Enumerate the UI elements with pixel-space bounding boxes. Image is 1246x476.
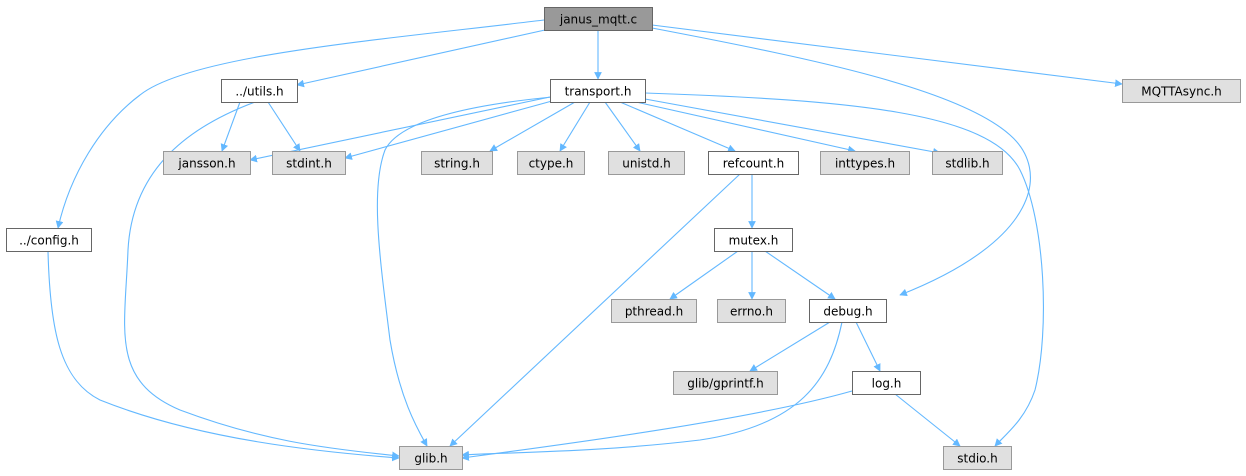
node-glib-label: glib.h (414, 452, 447, 466)
node-jansson: jansson.h (163, 151, 251, 175)
node-errno-box (717, 299, 786, 323)
edge-janus_mqtt-to-debug (651, 27, 1031, 297)
edge-mutex-to-pthread (669, 250, 739, 300)
node-string-label: string.h (434, 157, 480, 171)
node-stdio: stdio.h (943, 446, 1012, 470)
edge-transport-to-ctype (559, 101, 591, 152)
node-stdint: stdint.h (272, 151, 346, 175)
node-config[interactable]: ../config.h (6, 228, 92, 252)
node-ctype: ctype.h (517, 151, 585, 175)
node-stdlib-box (932, 151, 1003, 175)
node-string-box (421, 151, 493, 175)
node-pthread-box (611, 299, 697, 323)
node-utils-label: ../utils.h (235, 85, 283, 99)
edge-transport-to-inttypes (635, 101, 856, 154)
node-mqttasync-box (1122, 79, 1241, 103)
node-transport[interactable]: transport.h (550, 79, 646, 103)
node-ctype-label: ctype.h (529, 157, 574, 171)
node-mutex[interactable]: mutex.h (714, 228, 793, 252)
node-stdio-box (943, 446, 1012, 470)
edge-janus_mqtt-to-mqttasync (651, 24, 1123, 87)
edge-transport-to-stdint (344, 100, 553, 160)
edge-debug-to-gprintf (749, 321, 831, 372)
node-janus_mqtt-label: janus_mqtt.c (559, 13, 637, 27)
edge-utils-to-stdint (267, 101, 301, 152)
node-unistd-box (608, 151, 685, 175)
node-transport-box (550, 79, 646, 103)
node-jansson-label: jansson.h (177, 157, 235, 171)
node-utils-box (221, 79, 298, 103)
node-stdlib-label: stdlib.h (945, 157, 989, 171)
edge-config-to-glib (47, 250, 400, 462)
node-stdint-box (272, 151, 346, 175)
node-transport-label: transport.h (565, 85, 632, 99)
node-mutex-box (714, 228, 793, 252)
edge-refcount-to-glib (449, 173, 741, 447)
node-log-label: log.h (872, 377, 902, 391)
node-debug-label: debug.h (823, 305, 872, 319)
node-ctype-box (517, 151, 585, 175)
node-unistd: unistd.h (608, 151, 685, 175)
node-pthread-label: pthread.h (625, 305, 683, 319)
node-gprintf-box (673, 371, 778, 395)
node-inttypes-box (820, 151, 910, 175)
edge-utils-to-jansson (220, 101, 241, 152)
node-errno-label: errno.h (730, 305, 773, 319)
node-stdio-label: stdio.h (957, 452, 997, 466)
node-log-box (852, 371, 921, 395)
node-gprintf-label: glib/gprintf.h (687, 377, 764, 391)
node-stdint-label: stdint.h (286, 157, 332, 171)
node-janus_mqtt[interactable]: janus_mqtt.c (544, 7, 653, 31)
node-mutex-label: mutex.h (729, 234, 779, 248)
edge-transport-to-unistd (604, 101, 641, 152)
edge-transport-to-refcount (619, 101, 736, 152)
node-gprintf: glib/gprintf.h (673, 371, 778, 395)
edge-janus_mqtt-to-config (55, 19, 545, 229)
node-config-box (6, 228, 92, 252)
edge-log-to-glib (461, 390, 853, 461)
node-debug-box (809, 299, 887, 323)
edge-log-to-stdio (894, 393, 961, 447)
node-debug[interactable]: debug.h (809, 299, 887, 323)
edge-transport-to-stdio (644, 92, 1044, 447)
node-inttypes-label: inttypes.h (835, 157, 895, 171)
node-janus_mqtt-box (544, 7, 653, 31)
edge-janus_mqtt-to-utils (296, 29, 546, 88)
nodes-layer: janus_mqtt.c ../utils.h transport.h MQTTAsy… (6, 7, 1241, 470)
edge-debug-to-log (855, 321, 881, 372)
edges-layer (47, 19, 1123, 462)
edge-transport-to-glib (376, 96, 553, 447)
node-utils[interactable]: ../utils.h (221, 79, 298, 103)
node-unistd-label: unistd.h (622, 157, 671, 171)
node-string: string.h (421, 151, 493, 175)
edge-mutex-to-debug (764, 250, 836, 300)
node-log[interactable]: log.h (852, 371, 921, 395)
node-pthread: pthread.h (611, 299, 697, 323)
node-inttypes: inttypes.h (820, 151, 910, 175)
node-mqttasync: MQTTAsync.h (1122, 79, 1241, 103)
edge-debug-to-glib (461, 321, 843, 459)
node-refcount-label: refcount.h (723, 157, 785, 171)
node-glib: glib.h (399, 446, 463, 470)
edge-transport-to-stdlib (644, 98, 941, 156)
node-mqttasync-label: MQTTAsync.h (1141, 85, 1222, 99)
edge-transport-to-string (489, 101, 576, 152)
node-jansson-box (163, 151, 251, 175)
node-glib-box (399, 446, 463, 470)
edge-transport-to-jansson (249, 96, 551, 163)
node-stdlib: stdlib.h (932, 151, 1003, 175)
node-config-label: ../config.h (19, 234, 79, 248)
node-refcount-box (708, 151, 799, 175)
node-refcount[interactable]: refcount.h (708, 151, 799, 175)
node-errno: errno.h (717, 299, 786, 323)
